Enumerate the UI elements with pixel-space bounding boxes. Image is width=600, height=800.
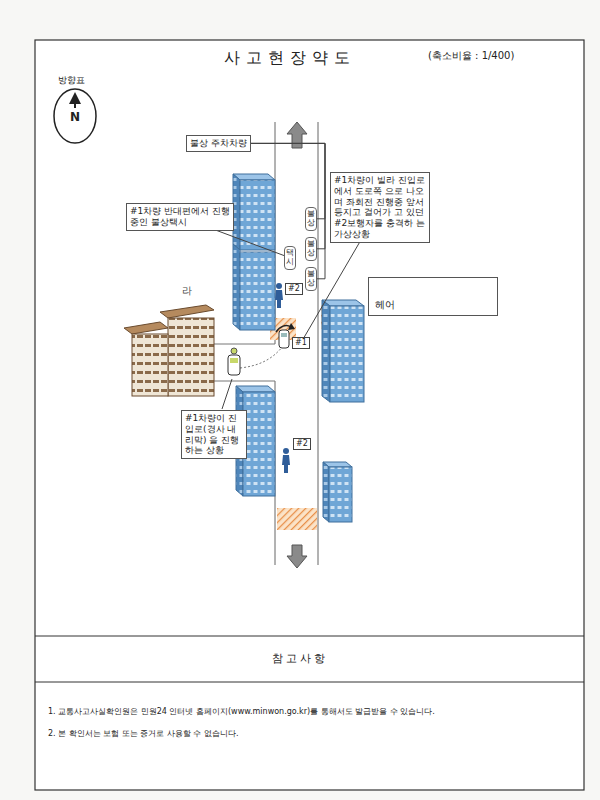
node-text: 불상 주차차량 xyxy=(190,138,247,149)
callout-box: #1차량이 빌라 진입로에서 도로쪽 으로 나오며 좌회전 진행중 앞서 등지고… xyxy=(330,172,430,243)
divider xyxy=(35,636,584,637)
vehicle-label: 불상 xyxy=(307,270,315,288)
node-text: #1차량이 빌라 진입로에서 도로쪽 으로 나오며 좌회전 진행중 앞서 등지고… xyxy=(334,175,426,240)
north-arrow-caption: 방향표 xyxy=(58,74,85,87)
parked-car: 불상 xyxy=(305,207,317,231)
node-text: #2 xyxy=(288,284,300,294)
building xyxy=(233,244,275,330)
callout-number: #1 xyxy=(292,337,310,349)
callout-box: 불상 주차차량 xyxy=(186,135,251,152)
note-line: 1. 교통사고사실확인원은 민원24 인터넷 홈페이지(www.minwon.g… xyxy=(48,706,573,717)
note-line: 2. 본 확인서는 보험 또는 증거로 사용할 수 없습니다. xyxy=(48,728,573,739)
north-arrow xyxy=(54,89,96,143)
building-sign: 라 xyxy=(130,282,196,300)
title: 사고현장약도 xyxy=(150,48,430,69)
building xyxy=(323,462,352,522)
parked-car: 불상 xyxy=(305,267,317,291)
scale-note: (축소비율 : 1/400) xyxy=(428,49,514,63)
taxi: 택시 xyxy=(284,246,296,270)
north-letter: N xyxy=(70,110,80,124)
entrance-road xyxy=(205,323,295,381)
node-text: #1차량 반대편에서 진행중인 불상택시 xyxy=(130,206,230,228)
pedestrian xyxy=(275,283,283,308)
vehicle-label: 불상 xyxy=(307,240,315,258)
building-sign: 헤어 xyxy=(368,277,498,316)
callout-box: #1차량이 진입로(경사 내리막) 을 진행하는 상황 xyxy=(181,410,247,459)
node-text: 헤어 xyxy=(375,298,491,312)
node-text: #1 xyxy=(295,338,307,348)
leader-line xyxy=(251,143,325,248)
crosswalk xyxy=(277,508,317,530)
leader-line xyxy=(222,379,232,409)
building xyxy=(233,174,275,250)
divider xyxy=(35,682,584,683)
callout-number: #2 xyxy=(285,283,303,295)
page-frame xyxy=(35,40,584,790)
vehicle-label: 택시 xyxy=(286,249,294,267)
villa-building xyxy=(124,305,214,396)
leader-line xyxy=(251,143,325,278)
vehicle-label: 불상 xyxy=(307,210,315,228)
callout-number: #2 xyxy=(293,438,311,450)
node-text: #1차량이 진입로(경사 내리막) 을 진행하는 상황 xyxy=(185,413,243,456)
node-text: 라 xyxy=(134,284,192,298)
vehicle-1 xyxy=(279,330,289,348)
road xyxy=(275,122,318,568)
parked-car: 불상 xyxy=(305,237,317,261)
leader-line xyxy=(217,231,284,256)
callout-box: #1차량 반대편에서 진행중인 불상택시 xyxy=(126,203,234,231)
node-text: #2 xyxy=(296,439,308,449)
notes-heading: 참고사항 xyxy=(0,651,600,666)
pedestrian xyxy=(282,448,290,473)
building xyxy=(322,300,364,402)
vehicle-1-entrance xyxy=(228,348,240,375)
